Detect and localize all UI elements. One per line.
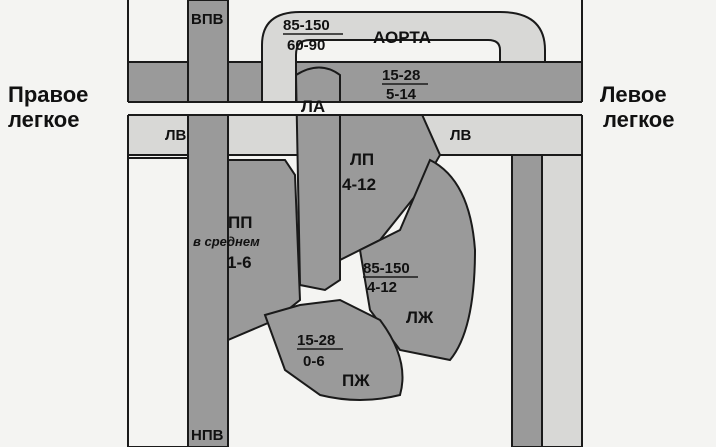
ra-mean-label: в среднем: [193, 234, 260, 249]
rv-pressure-bottom: 0-6: [303, 353, 325, 370]
vessel-gap: [0, 102, 716, 115]
lv-pressure-top: 85-150: [363, 260, 410, 277]
pa-pressure-bottom: 5-14: [386, 86, 417, 103]
right-vessel-inner: [541, 154, 583, 447]
aorta-label: АОРТА: [373, 28, 431, 47]
right-ventricle: [263, 298, 404, 401]
pa-pressure-top: 15-28: [382, 67, 420, 84]
aorta-arch: [261, 11, 546, 116]
la-label: ЛП: [350, 150, 374, 169]
left-lung-wall: [127, 157, 189, 447]
pv-right-label: ЛВ: [450, 127, 472, 144]
right-vessel: [511, 154, 543, 447]
pv-left-label: ЛВ: [165, 127, 187, 144]
left-ventricle: [358, 158, 477, 362]
right-lung-label-2: легкое: [8, 107, 79, 132]
right-atrium: [227, 159, 302, 342]
rv-pressure-top: 15-28: [297, 332, 335, 349]
ivc-label: НПВ: [191, 427, 224, 444]
lv-pressure-bottom: 4-12: [367, 279, 397, 296]
ra-label: ПП: [228, 213, 252, 232]
lv-label: ЛЖ: [406, 308, 434, 327]
ra-pressure: 1-6: [227, 253, 252, 272]
svc-label: ВПВ: [191, 11, 224, 28]
aorta-pressure-bottom: 60-90: [287, 37, 325, 54]
rv-label: ПЖ: [342, 371, 370, 390]
left-lung-label-2: легкое: [603, 107, 674, 132]
la-pressure: 4-12: [342, 175, 376, 194]
right-lung-label-1: Правое: [8, 82, 88, 107]
left-lung-label-1: Левое: [600, 82, 667, 107]
svc-ivc-column: [187, 0, 229, 447]
aorta-pressure-top: 85-150: [283, 17, 330, 34]
pulmonary-trunk: [294, 66, 341, 292]
pa-label: ЛА: [301, 97, 325, 116]
